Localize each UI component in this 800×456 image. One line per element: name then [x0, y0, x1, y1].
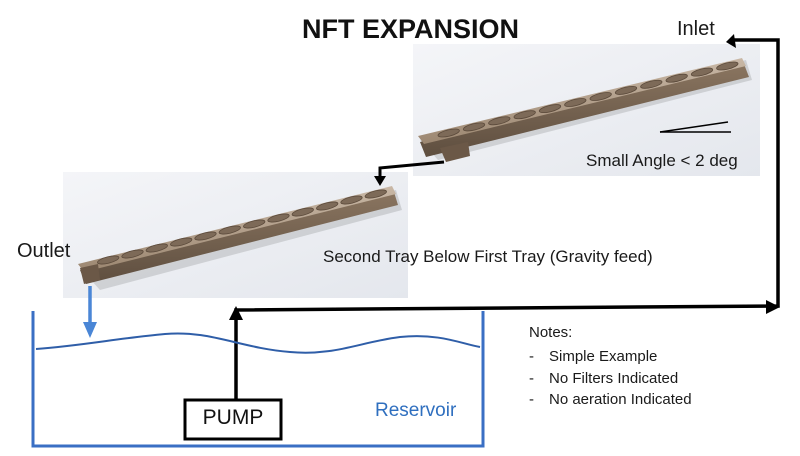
notes-title: Notes: — [529, 324, 573, 341]
water-surface — [35, 332, 481, 354]
tray-hole — [170, 237, 193, 247]
outlet-label: Outlet — [17, 240, 71, 262]
outlet-drain-arrowhead — [83, 322, 97, 338]
tray-hole — [716, 61, 739, 71]
pump-up-arrowhead — [229, 306, 243, 320]
diagram-title: NFT EXPANSION — [302, 14, 520, 44]
note-text: No aeration Indicated — [549, 391, 692, 408]
note-text: Simple Example — [549, 348, 658, 365]
note-item: -No Filters Indicated — [529, 370, 678, 387]
tray-transfer-arrowhead — [374, 176, 386, 186]
tray-hole — [589, 92, 612, 101]
tray-hole — [513, 110, 536, 120]
tray-hole — [488, 116, 511, 126]
tray-hole — [243, 219, 266, 229]
tray-hole — [194, 231, 217, 241]
note-dash: - — [529, 348, 534, 365]
tray-hole — [462, 122, 486, 132]
tray-hole — [437, 128, 460, 138]
tray-hole — [316, 201, 339, 211]
tray-hole — [291, 207, 314, 217]
tray-hole — [340, 195, 363, 205]
tray-hole — [97, 255, 120, 265]
reservoir-label: Reservoir — [375, 400, 457, 421]
tray-transfer-pipe — [378, 160, 445, 178]
tray-1 — [418, 58, 752, 162]
second-tray-label: Second Tray Below First Tray (Gravity fe… — [323, 247, 653, 266]
note-item: -No aeration Indicated — [529, 391, 692, 408]
right-turn-arrowhead — [766, 300, 780, 314]
note-dash: - — [529, 391, 534, 408]
tray-2 — [78, 186, 402, 290]
tray-hole — [665, 73, 688, 83]
tray-hole — [690, 67, 714, 77]
tray-hole — [564, 98, 587, 107]
tray-hole — [614, 85, 638, 95]
pump-box — [183, 398, 283, 441]
tray-hole — [267, 213, 290, 223]
tray-hole — [218, 225, 241, 235]
tray-hole — [364, 189, 387, 199]
inlet-arrowhead — [726, 34, 736, 48]
reservoir-tank — [31, 311, 485, 448]
tray-hole — [640, 79, 663, 89]
note-text: No Filters Indicated — [549, 370, 679, 387]
tray-hole — [145, 243, 168, 253]
small-angle-label: Small Angle < 2 deg — [586, 151, 738, 170]
tray-hole — [121, 249, 144, 259]
pump-label: PUMP — [202, 406, 264, 429]
note-dash: - — [529, 370, 534, 387]
angle-indicator-slope — [659, 121, 729, 133]
inlet-label: Inlet — [677, 18, 715, 40]
note-item: -Simple Example — [529, 348, 657, 365]
tray-hole — [538, 104, 562, 114]
